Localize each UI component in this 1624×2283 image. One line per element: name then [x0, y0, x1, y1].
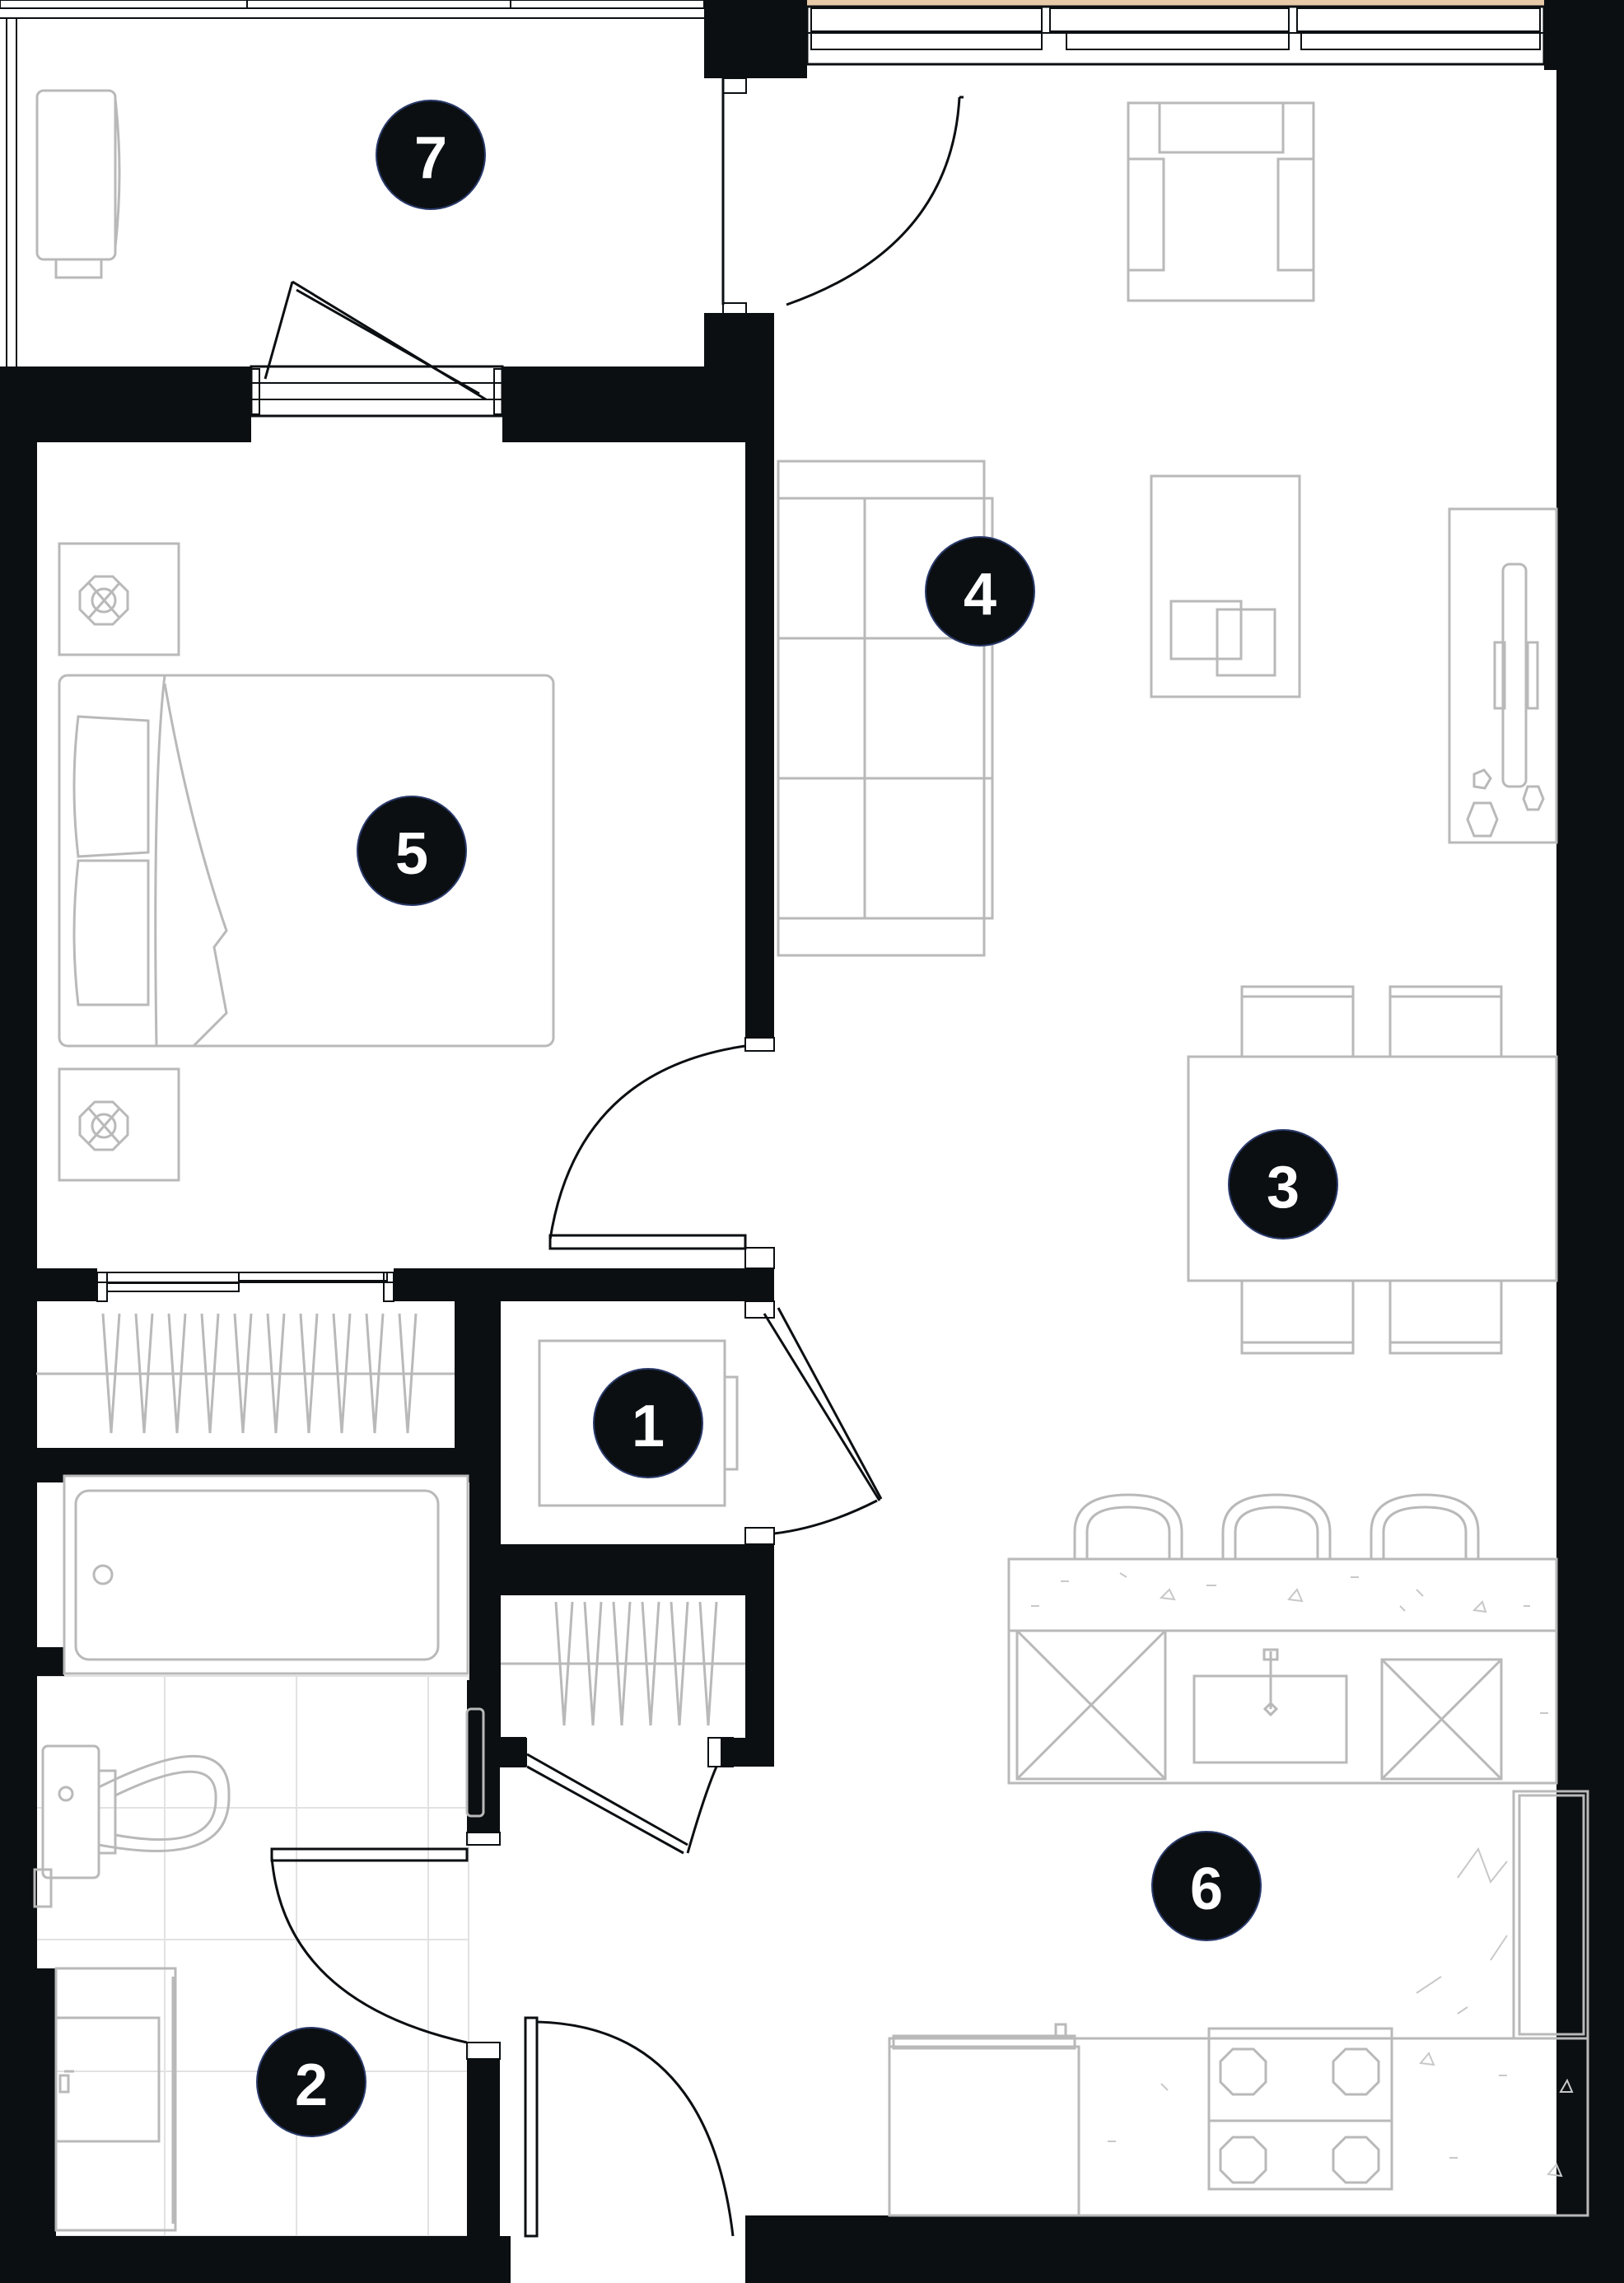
room-marker-5: 5: [357, 796, 467, 906]
furniture: [33, 89, 1589, 2232]
hangers-bottom: [554, 1601, 718, 1726]
hangers-top: [101, 1313, 418, 1434]
room-label-1: 1: [632, 1394, 665, 1459]
counter-texture: [1031, 1572, 1548, 1714]
room-label-7: 7: [414, 125, 447, 191]
room-label-2: 2: [295, 2052, 328, 2118]
windows: [0, 0, 1546, 418]
room-marker-2: 2: [256, 2027, 366, 2137]
bathroom-floor-tiles: [35, 1675, 469, 2237]
room-marker-1: 1: [593, 1368, 703, 1478]
room-label-6: 6: [1190, 1856, 1223, 1922]
room-marker-3: 3: [1228, 1129, 1338, 1240]
doors: [96, 77, 964, 2238]
room-marker-7: 7: [376, 100, 486, 210]
room-label-5: 5: [395, 821, 428, 887]
room-markers: 7 4 5 3 1 6 2: [256, 100, 1338, 2137]
room-marker-4: 4: [925, 536, 1035, 647]
room-label-3: 3: [1267, 1155, 1300, 1221]
room-label-4: 4: [964, 562, 996, 628]
room-marker-6: 6: [1151, 1831, 1262, 1941]
